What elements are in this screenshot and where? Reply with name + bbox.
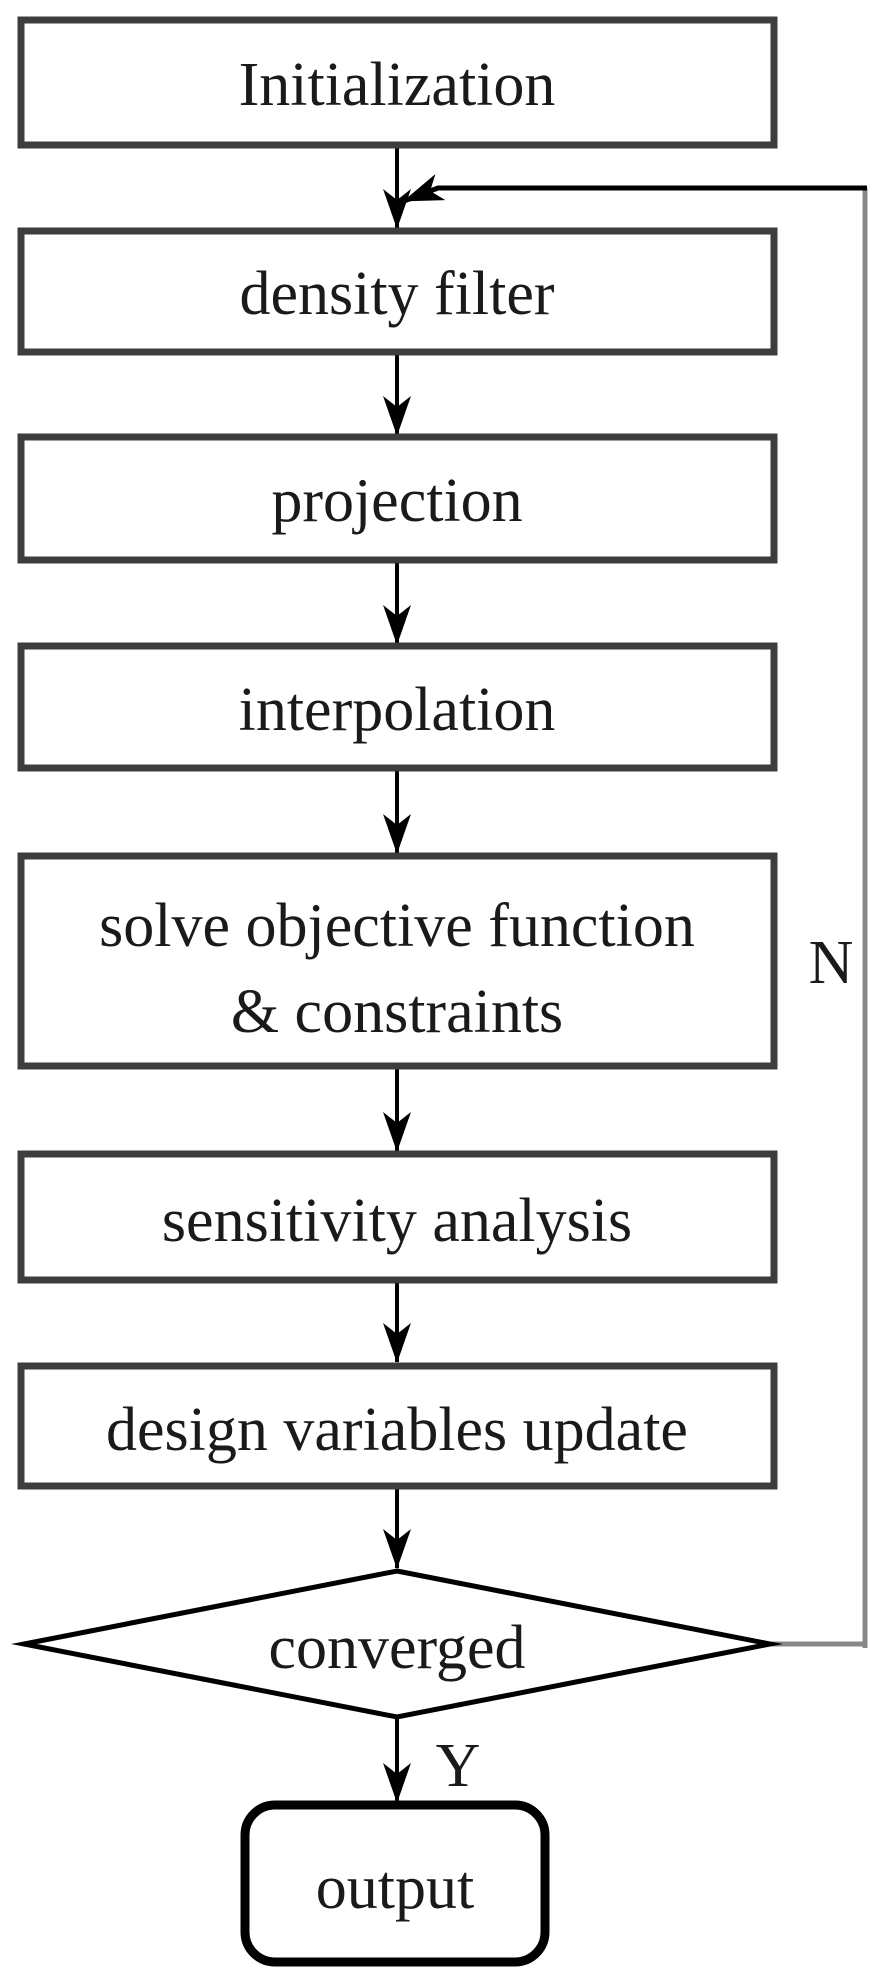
node-solve-objective [17, 852, 778, 1070]
edge-label-yes: Y [436, 1732, 481, 1800]
node-projection-label: projection [271, 467, 522, 535]
node-design-variables-update-label: design variables update [106, 1396, 688, 1464]
node-initialization-label: Initialization [239, 51, 556, 119]
node-density-filter-label: density filter [239, 260, 554, 328]
node-solve-objective-label-line1: solve objective function [99, 892, 695, 960]
node-interpolation-label: interpolation [239, 676, 556, 744]
node-density-filter [17, 227, 778, 356]
node-converged-label: converged [268, 1614, 525, 1682]
node-design-variables-update [17, 1362, 778, 1490]
edge-label-no: N [809, 929, 854, 997]
edge-loop-return-arrow [403, 173, 867, 204]
node-projection [17, 433, 778, 564]
node-interpolation [17, 642, 778, 772]
node-sensitivity-analysis-label: sensitivity analysis [162, 1187, 632, 1255]
node-solve-objective-label-line2: & constraints [231, 978, 563, 1046]
node-sensitivity-analysis [17, 1150, 778, 1284]
node-converged-decision [10, 1568, 784, 1720]
node-output-label: output [316, 1854, 474, 1922]
node-output [240, 1800, 550, 1967]
node-initialization [17, 16, 778, 149]
